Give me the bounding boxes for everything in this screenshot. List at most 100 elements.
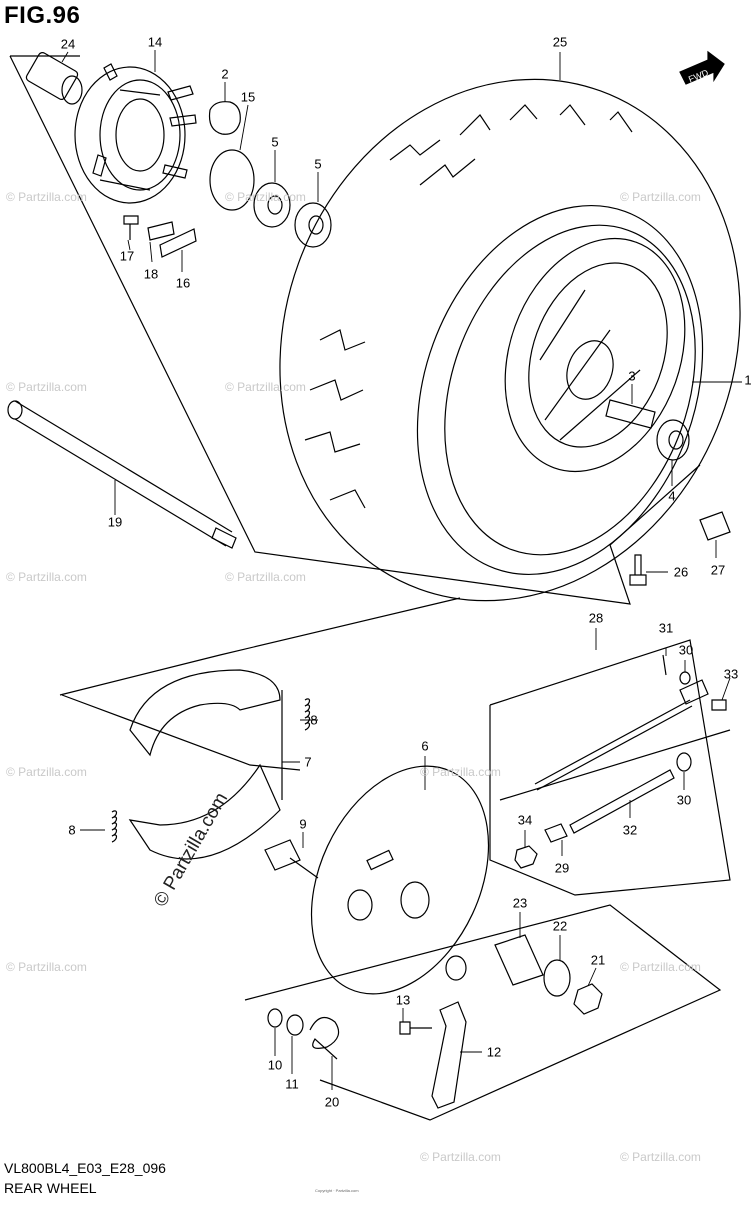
brake-shoes-7	[128, 669, 283, 860]
rear-tire	[279, 78, 741, 602]
spring-8b	[111, 810, 118, 843]
valve-cap-27	[699, 511, 731, 541]
callout-8b: 8	[68, 822, 76, 838]
callout-27: 27	[710, 562, 726, 578]
middle-section-frame	[59, 597, 461, 696]
nut-21	[573, 983, 603, 1015]
bolt-17	[123, 215, 139, 240]
brake-panel-6	[310, 765, 490, 995]
upper-section-frame	[9, 55, 701, 605]
callout-32: 32	[622, 822, 638, 838]
valve-26	[629, 554, 647, 586]
fwd-arrow: FWD	[679, 50, 725, 85]
washer-10	[267, 1008, 283, 1028]
callout-34: 34	[517, 812, 533, 828]
watermark: © Partzilla.com	[225, 570, 306, 584]
pin-33	[711, 699, 727, 711]
callout-5a: 5	[271, 134, 279, 150]
washer-30a	[679, 671, 691, 685]
brake-arm-12	[431, 1001, 467, 1109]
nut-34	[514, 845, 538, 869]
rod-section-frame	[489, 639, 731, 896]
callout-1: 1	[744, 372, 752, 388]
watermark: © Partzilla.com	[620, 960, 701, 974]
joint-29	[544, 823, 568, 843]
callout-23: 23	[512, 895, 528, 911]
callout-21: 21	[590, 952, 606, 968]
callout-3: 3	[628, 368, 636, 384]
watermark: © Partzilla.com	[620, 1150, 701, 1164]
callout-4: 4	[668, 488, 676, 504]
bolt-13	[399, 1021, 432, 1035]
o-ring-15	[209, 149, 255, 211]
callout-2: 2	[221, 66, 229, 82]
figure-caption: REAR WHEEL	[4, 1180, 97, 1196]
watermark: © Partzilla.com	[6, 380, 87, 394]
callout-29: 29	[554, 860, 570, 876]
callout-12: 12	[486, 1044, 502, 1060]
callout-26: 26	[673, 564, 689, 580]
callout-14: 14	[147, 34, 163, 50]
watermark: © Partzilla.com	[225, 380, 306, 394]
bearing-4	[656, 419, 690, 461]
callout-20: 20	[324, 1094, 340, 1110]
spacer-23	[494, 934, 544, 986]
bearing-5b	[294, 202, 332, 248]
callout-10: 10	[267, 1057, 283, 1073]
bearing-5a	[253, 182, 291, 228]
callout-6: 6	[421, 738, 429, 754]
callout-33: 33	[723, 666, 739, 682]
cushion-2	[208, 101, 241, 135]
watermark: © Partzilla.com	[420, 1150, 501, 1164]
callout-15: 15	[240, 89, 256, 105]
callout-25: 25	[552, 34, 568, 50]
callout-30b: 30	[676, 792, 692, 808]
brake-cam-9	[264, 839, 319, 879]
spring-32	[569, 769, 675, 834]
fine-print: Copyright · Partzilla.com	[315, 1188, 359, 1193]
shoe-section-frame	[61, 694, 301, 771]
callout-28: 28	[588, 610, 604, 626]
callout-7: 7	[304, 754, 312, 770]
callout-24: 24	[60, 36, 76, 52]
watermark: © Partzilla.com	[620, 190, 701, 204]
washer-11	[286, 1014, 304, 1036]
leader-lines	[61, 50, 742, 1090]
callout-18: 18	[143, 266, 159, 282]
spring-guide-line	[499, 729, 731, 801]
callout-9: 9	[299, 816, 307, 832]
watermark: © Partzilla.com	[225, 190, 306, 204]
callout-19: 19	[107, 514, 123, 530]
watermark: © Partzilla.com	[420, 765, 501, 779]
callout-17: 17	[119, 248, 135, 264]
spring-8a	[304, 698, 311, 731]
figure-code: VL800BL4_E03_E28_096	[4, 1160, 166, 1176]
watermark: © Partzilla.com	[6, 960, 87, 974]
callout-30a: 30	[678, 642, 694, 658]
hub-carrier	[74, 63, 197, 204]
callout-5b: 5	[314, 156, 322, 172]
callout-16: 16	[175, 275, 191, 291]
callout-11: 11	[285, 1076, 299, 1092]
brake-rod-28	[534, 679, 709, 791]
washer-22	[543, 959, 571, 997]
return-spring-20	[309, 1016, 340, 1060]
lock-plate-18	[147, 221, 175, 241]
callout-8a: 8	[310, 712, 318, 728]
lower-section-frame	[244, 904, 722, 1121]
callout-22: 22	[552, 918, 568, 934]
lock-plate-16	[159, 228, 197, 258]
washer-30b	[676, 752, 692, 772]
figure-title: FIG.96	[4, 2, 81, 29]
spacer-3	[605, 399, 656, 429]
cotter-pin-31	[662, 654, 667, 676]
callout-13: 13	[395, 992, 411, 1008]
axle-19	[7, 400, 237, 549]
watermark: © Partzilla.com	[6, 570, 87, 584]
watermark: © Partzilla.com	[6, 765, 87, 779]
collar-24	[25, 52, 83, 105]
callout-31: 31	[658, 620, 674, 636]
watermark: © Partzilla.com	[6, 190, 87, 204]
